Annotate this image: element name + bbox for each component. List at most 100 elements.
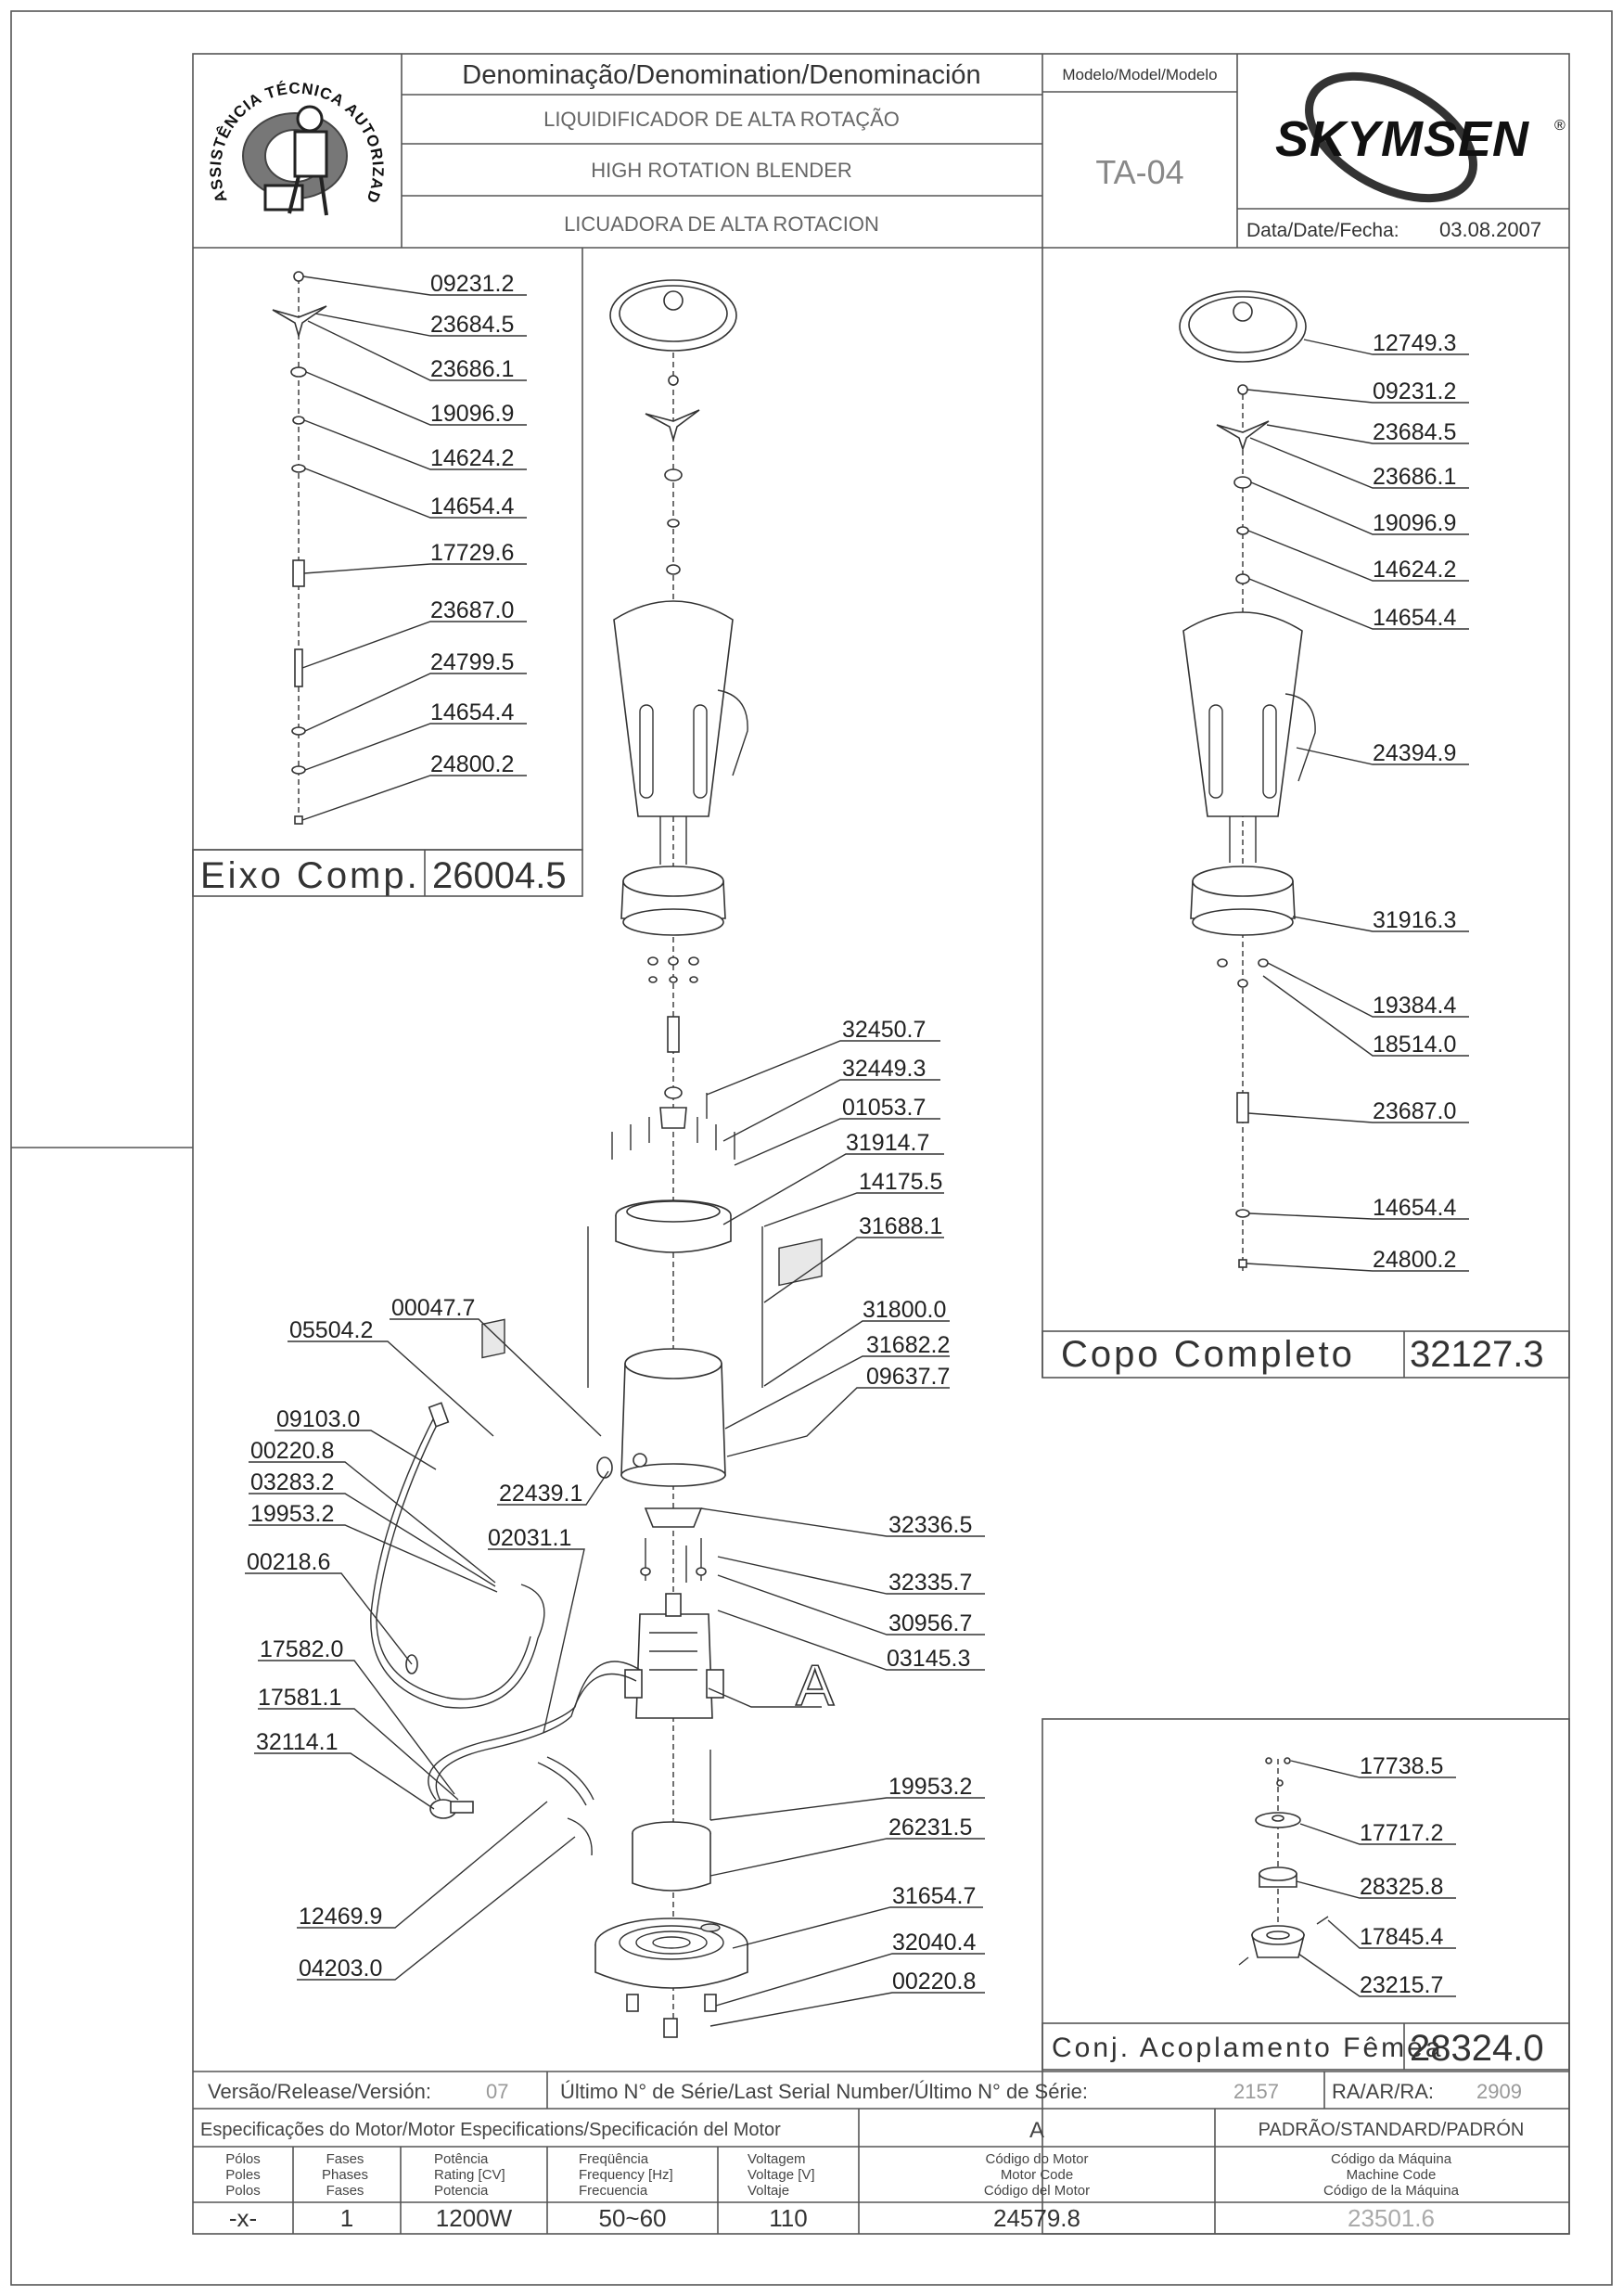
- motor-letter: A: [1029, 2118, 1044, 2143]
- ra-value: 2909: [1476, 2080, 1522, 2103]
- eixo-callouts: 09231.2 23684.5 23686.1 19096.9 14624.2 …: [301, 271, 527, 821]
- version-value: 07: [486, 2080, 508, 2103]
- acoplamento-assembly-code: 28324.0: [1410, 2028, 1544, 2069]
- part-label: 31916.3: [1373, 907, 1456, 933]
- part-label: 00218.6: [247, 1549, 330, 1575]
- part-label: 12469.9: [299, 1904, 382, 1930]
- col-header-line: Frecuencia: [579, 2183, 648, 2199]
- part-label: 04203.0: [299, 1956, 382, 1982]
- col-header-line: Voltage [V]: [748, 2167, 815, 2183]
- part-label: 32450.7: [842, 1017, 926, 1043]
- screws-row-1: [647, 956, 699, 983]
- ra-label: RA/AR/RA:: [1332, 2080, 1434, 2103]
- col-header-line: Potência: [434, 2151, 489, 2167]
- col-header-line: Voltaje: [748, 2183, 789, 2199]
- part-label: 03145.3: [887, 1646, 970, 1672]
- part-label: 12749.3: [1373, 330, 1456, 356]
- col-header-line: Machine Code: [1347, 2167, 1437, 2183]
- part-label: 17845.4: [1360, 1924, 1443, 1950]
- part-label: 01053.7: [842, 1095, 926, 1121]
- acoplamento-callouts: 17738.5 17717.2 28325.8 17845.4 23215.7: [1290, 1753, 1456, 1998]
- part-label: 32114.1: [256, 1729, 339, 1755]
- part-label: 24800.2: [1373, 1247, 1456, 1273]
- part-label: 14624.2: [430, 445, 514, 471]
- col-header-line: Voltagem: [748, 2151, 806, 2167]
- col-header-line: Rating [CV]: [434, 2167, 505, 2183]
- part-label: 32449.3: [842, 1056, 926, 1082]
- model-label: Modelo/Model/Modelo: [1062, 66, 1217, 83]
- name-portuguese: LIQUIDIFICADOR DE ALTA ROTAÇÃO: [543, 108, 900, 131]
- part-label: 19096.9: [430, 401, 514, 427]
- column-headers: Pólos Poles Polos Fases Phases Fases Pot…: [225, 2151, 1459, 2199]
- part-label: 23215.7: [1360, 1972, 1443, 1998]
- part-label: 32336.5: [888, 1512, 972, 1538]
- part-label: 09231.2: [430, 271, 514, 297]
- part-label: 30956.7: [888, 1610, 972, 1636]
- part-label: 00220.8: [250, 1438, 334, 1464]
- part-label: 32335.7: [888, 1570, 972, 1596]
- part-label: 31914.7: [846, 1130, 929, 1156]
- eixo-assembly-box: Eixo Comp. 26004.5: [192, 248, 583, 897]
- part-label: 17581.1: [258, 1685, 341, 1711]
- machine-code-value: 23501.6: [1348, 2204, 1435, 2232]
- part-label: 02031.1: [488, 1525, 571, 1551]
- part-label: 31682.2: [866, 1332, 950, 1358]
- part-label: 31688.1: [859, 1213, 942, 1239]
- part-label: 19096.9: [1373, 510, 1456, 536]
- motor-code-value: 24579.8: [993, 2204, 1080, 2232]
- col-header-line: Polos: [225, 2183, 261, 2199]
- part-label: 14624.2: [1373, 557, 1456, 583]
- part-label: 19384.4: [1373, 993, 1456, 1019]
- part-label: 24799.5: [430, 649, 514, 675]
- eixo-assembly-code: 26004.5: [432, 855, 567, 896]
- part-label: 09103.0: [276, 1406, 360, 1432]
- part-label: 26231.5: [888, 1815, 972, 1841]
- date-label: Data/Date/Fecha:: [1246, 220, 1399, 241]
- part-label: 19953.2: [250, 1501, 334, 1527]
- part-label: 24800.2: [430, 751, 514, 777]
- part-label: 17582.0: [260, 1636, 343, 1662]
- name-english: HIGH ROTATION BLENDER: [591, 159, 852, 182]
- brand-name: SKYMSEN: [1275, 111, 1529, 167]
- part-label: 00047.7: [391, 1295, 475, 1321]
- part-label: 14654.4: [430, 494, 514, 519]
- part-label: 31654.7: [892, 1883, 976, 1909]
- acoplamento-assembly-name: Conj. Acoplamento Fêmea: [1052, 2033, 1444, 2063]
- spec-values-row: -x- 1 1200W 50~60 110 24579.8 23501.6: [229, 2204, 1435, 2232]
- part-label: 31800.0: [863, 1297, 946, 1323]
- main-left-callouts: 00047.7 05504.2 09103.0 00220.8 03283.2 …: [245, 1295, 609, 1982]
- part-label: 14175.5: [859, 1169, 942, 1195]
- footer-table: Versão/Release/Versión: 07 Último N° de …: [193, 2071, 1569, 2234]
- part-label: 23687.0: [430, 597, 514, 623]
- part-label: 23684.5: [1373, 419, 1456, 445]
- copo-assembly-box: Copo Completo 32127.3: [1042, 248, 1570, 1379]
- standard-title: PADRÃO/STANDARD/PADRÓN: [1259, 2118, 1525, 2140]
- poles-value: -x-: [229, 2204, 257, 2232]
- rating-value: 1200W: [436, 2204, 513, 2232]
- part-label: 28325.8: [1360, 1874, 1443, 1900]
- drawing-frame: [10, 10, 1613, 2286]
- eixo-assembly-name: Eixo Comp.: [200, 855, 420, 896]
- part-label: 23686.1: [1373, 464, 1456, 490]
- col-header-line: Freqüência: [579, 2151, 649, 2167]
- model-value: TA-04: [1095, 153, 1183, 191]
- part-label: 14654.4: [1373, 1195, 1456, 1221]
- detail-letter-a: A: [796, 1654, 835, 1718]
- title-block: ASSISTÊNCIA TÉCNICA AUTORIZADA Denominaç…: [0, 0, 1569, 249]
- part-label: 24394.9: [1373, 740, 1456, 766]
- col-header-line: Poles: [225, 2167, 261, 2183]
- col-header-line: Fases: [326, 2183, 364, 2199]
- part-label: 19953.2: [888, 1774, 972, 1800]
- col-header-line: Código da Máquina: [1331, 2151, 1452, 2167]
- part-label: 09637.7: [866, 1364, 950, 1390]
- serial-value: 2157: [1233, 2080, 1279, 2103]
- version-label: Versão/Release/Versión:: [208, 2080, 431, 2103]
- date-value: 03.08.2007: [1439, 218, 1541, 241]
- part-label: 14654.4: [1373, 605, 1456, 631]
- copo-callouts: 12749.3 09231.2 23684.5 23686.1 19096.9 …: [1246, 330, 1469, 1273]
- col-header-line: Frequency [Hz]: [579, 2167, 673, 2183]
- part-label: 23686.1: [430, 356, 514, 382]
- col-header-line: Pólos: [225, 2151, 261, 2167]
- col-header-line: Código del Motor: [984, 2183, 1090, 2199]
